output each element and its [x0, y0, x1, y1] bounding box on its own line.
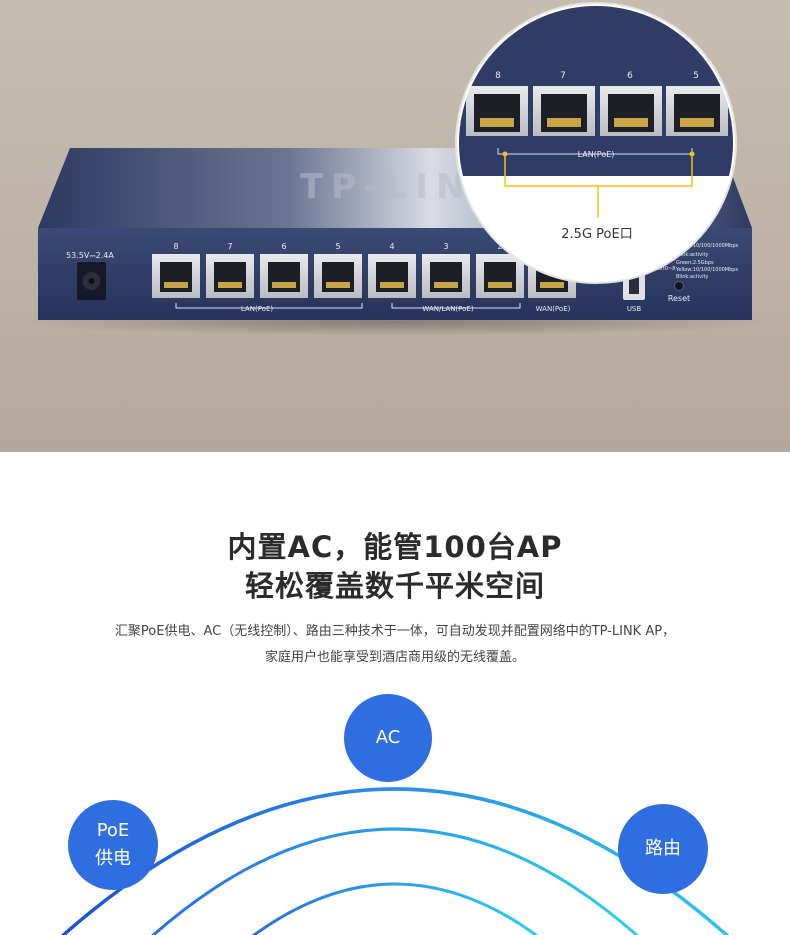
node-ac: AC — [344, 694, 432, 782]
feature-desc-line1: 汇聚PoE供电、AC（无线控制）、路由三种技术于一体，可自动发现并配置网络中的T… — [114, 624, 676, 639]
led-legend: Blink:activity — [676, 252, 708, 258]
zoom-port-number: 8 — [495, 71, 501, 81]
reset-button[interactable] — [674, 281, 684, 291]
zoom-group-label: LAN(PoE) — [578, 150, 615, 159]
led-legend: Yellow:10/100/1000Mbps — [675, 267, 738, 273]
power-label: 53.5V⎓2.4A — [66, 251, 114, 260]
feature-desc-line2: 家庭用户也能享受到酒店商用级的无线覆盖。 — [264, 650, 525, 665]
led-legend: Green:2.5Gbps — [676, 260, 714, 266]
zoom-port-number: 6 — [627, 71, 633, 81]
feature-diagram: AC PoE 供电 路由 — [0, 680, 790, 935]
zoom-callout: 2.5G PoE口 — [561, 227, 632, 242]
node-router: 路由 — [618, 804, 708, 894]
led-prefix: Port0~8 — [655, 266, 675, 272]
port-number: 4 — [389, 242, 394, 251]
port-number: 5 — [335, 242, 340, 251]
arc-middle — [151, 827, 639, 935]
zoom-magnifier: 8 7 6 5 — [455, 2, 737, 284]
feature-title-line1: 内置AC，能管100台AP — [227, 530, 563, 564]
group-label-wan: WAN(PoE) — [536, 305, 571, 313]
reset-label: Reset — [668, 294, 690, 303]
led-legend: Green:10/100/1000Mbps — [676, 243, 738, 249]
zoom-port-number: 7 — [560, 71, 566, 81]
port-number: 6 — [281, 242, 286, 251]
feature-title-line2: 轻松覆盖数千平米空间 — [244, 569, 545, 603]
port-number: 3 — [443, 242, 448, 251]
usb-label: USB — [627, 305, 642, 313]
router-illustration: TP-LINK 53.5V⎓2.4A 8 7 6 5 4 3 2 1 — [15, 2, 775, 336]
group-label-wan-lan: WAN/LAN(PoE) — [422, 305, 473, 313]
port-number: 7 — [227, 242, 232, 251]
product-hero: TP-LINK 53.5V⎓2.4A 8 7 6 5 4 3 2 1 — [0, 0, 790, 452]
node-poe-label-line1: PoE — [96, 820, 130, 841]
node-ac-label: AC — [375, 727, 401, 748]
group-label-lan: LAN(PoE) — [241, 305, 273, 313]
arc-inner — [251, 882, 539, 935]
node-poe: PoE 供电 — [68, 800, 158, 890]
led-legend: Blink:activity — [676, 274, 708, 280]
port-number: 2 — [497, 242, 502, 251]
node-poe-label-line2: 供电 — [95, 848, 131, 869]
port-number: 8 — [173, 242, 178, 251]
zoom-port-number: 5 — [693, 71, 699, 81]
node-router-label: 路由 — [645, 838, 681, 859]
